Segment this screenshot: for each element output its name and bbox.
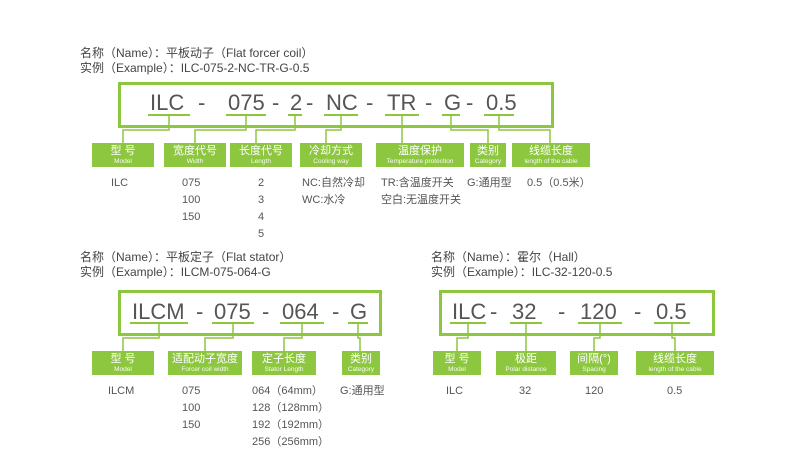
coil-value-width: 100 bbox=[182, 194, 201, 206]
hall-example-line: 实例（Example）：ILC-32-120-0.5 bbox=[431, 265, 613, 279]
stator-code-box bbox=[118, 290, 382, 336]
coil-seg-dash: - bbox=[306, 90, 314, 115]
hall-seg-dash: - bbox=[634, 299, 642, 324]
stator-value-length: 256（256mm） bbox=[252, 436, 330, 448]
hall-seg-cable: 0.5 bbox=[656, 299, 687, 324]
hall-value-pole: 32 bbox=[519, 385, 532, 397]
coil-seg-category: G bbox=[444, 90, 462, 115]
coil-value-length: 4 bbox=[258, 211, 265, 223]
stator-value-length: 064（64mm） bbox=[252, 385, 323, 397]
coil-seg-dash: - bbox=[366, 90, 374, 115]
coil-seg-dash: - bbox=[425, 90, 433, 115]
coil-value-length: 2 bbox=[258, 177, 265, 189]
stator-name-line: 名称（Name）：平板定子（Flat stator） bbox=[80, 250, 292, 264]
stator-seg-dash: - bbox=[332, 299, 340, 324]
coil-value-cable: 0.5（0.5米） bbox=[527, 177, 591, 189]
coil-value-width: 150 bbox=[182, 211, 201, 223]
coil-example-line: 实例（Example）：ILC-075-2-NC-TR-G-0.5 bbox=[80, 61, 310, 75]
hall-label-spacing: 间隔(°)Spacing bbox=[570, 351, 618, 375]
stator-example-line: 实例（Example）：ILCM-075-064-G bbox=[80, 265, 271, 279]
stator-value-length: 128（128mm） bbox=[252, 402, 330, 414]
stator-seg-model: ILCM bbox=[132, 299, 185, 324]
coil-seg-dash: - bbox=[466, 90, 474, 115]
stator-seg-width: 075 bbox=[214, 299, 251, 324]
coil-seg-width: 075 bbox=[228, 90, 265, 115]
hall-code-box bbox=[439, 290, 715, 336]
stator-value-width: 150 bbox=[182, 419, 201, 431]
hall-seg-model: ILC bbox=[452, 299, 487, 324]
stator-value-model: ILCM bbox=[108, 385, 135, 397]
coil-value-cooling: NC:自然冷却 bbox=[302, 177, 365, 189]
stator-seg-dash: - bbox=[262, 299, 270, 324]
stator-value-width: 100 bbox=[182, 402, 201, 414]
hall-seg-dash: - bbox=[558, 299, 566, 324]
hall-name-line: 名称（Name）：霍尔（Hall） bbox=[431, 250, 586, 264]
coil-value-category: G:通用型 bbox=[467, 177, 512, 189]
coil-value-temp: 空白:无温度开关 bbox=[381, 194, 462, 206]
hall-value-cable: 0.5 bbox=[667, 385, 683, 397]
coil-seg-temp: TR bbox=[387, 90, 417, 115]
coil-name-line: 名称（Name）：平板动子（Flat forcer coil） bbox=[80, 46, 314, 60]
coil-seg-cooling: NC bbox=[326, 90, 358, 115]
hall-seg-spacing: 120 bbox=[580, 299, 617, 324]
hall-seg-pole: 32 bbox=[512, 299, 537, 324]
coil-value-model: ILC bbox=[111, 177, 129, 189]
stator-seg-category: G bbox=[350, 299, 368, 324]
coil-value-temp: TR:含温度开关 bbox=[381, 177, 454, 189]
coil-code-box bbox=[118, 82, 554, 128]
coil-seg-dash: - bbox=[272, 90, 280, 115]
coil-value-width: 075 bbox=[182, 177, 201, 189]
coil-seg-dash: - bbox=[198, 90, 206, 115]
stator-value-category: G:通用型 bbox=[340, 385, 385, 397]
stator-value-width: 075 bbox=[182, 385, 201, 397]
stator-seg-dash: - bbox=[196, 299, 204, 324]
coil-value-cooling: WC:水冷 bbox=[302, 194, 346, 206]
stator-seg-length: 064 bbox=[282, 299, 319, 324]
hall-value-spacing: 120 bbox=[585, 385, 604, 397]
hall-value-model: ILC bbox=[446, 385, 464, 397]
hall-seg-dash: - bbox=[490, 299, 498, 324]
coil-value-length: 5 bbox=[258, 228, 265, 240]
coil-value-length: 3 bbox=[258, 194, 265, 206]
coil-seg-length: 2 bbox=[290, 90, 303, 115]
coil-seg-cable: 0.5 bbox=[486, 90, 517, 115]
coil-seg-model: ILC bbox=[150, 90, 185, 115]
stator-value-length: 192（192mm） bbox=[252, 419, 330, 431]
